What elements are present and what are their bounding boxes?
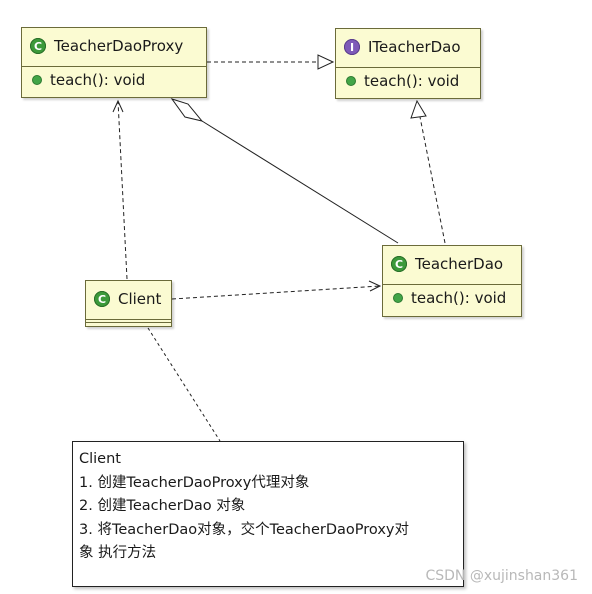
divider [336, 67, 480, 68]
class-header: C TeacherDao [383, 246, 521, 282]
client-note-anchor-line [147, 327, 221, 442]
class-name: Client [118, 290, 162, 308]
client-note[interactable]: Client 1. 创建TeacherDaoProxy代理对象 2. 创建Tea… [72, 441, 464, 587]
watermark: CSDN @xujinshan361 [425, 568, 578, 584]
proxy-aggregates-teacherdao-line [201, 120, 399, 244]
interface-icon: I [344, 39, 360, 55]
method-signature: teach(): void [411, 289, 507, 307]
class-teacher-dao[interactable]: C TeacherDao teach(): void [382, 245, 522, 317]
note-line: 1. 创建TeacherDaoProxy代理对象 [79, 474, 310, 491]
divider [22, 66, 206, 67]
proxy-realizes-interface-arrowhead [317, 54, 335, 70]
public-method-icon [393, 293, 403, 303]
class-icon: C [391, 256, 407, 272]
class-name: TeacherDaoProxy [54, 37, 184, 55]
public-method-icon [346, 76, 356, 86]
client-depends-proxy-line [117, 100, 128, 280]
client-depends-teacherdao-line [171, 285, 381, 300]
client-depends-teacherdao-arrowhead [368, 280, 382, 292]
method-row[interactable]: teach(): void [336, 68, 480, 94]
class-name: TeacherDao [415, 255, 504, 273]
interface-name: ITeacherDao [368, 38, 461, 56]
method-signature: teach(): void [50, 71, 146, 89]
class-icon: C [30, 38, 46, 54]
class-client[interactable]: C Client [85, 280, 172, 327]
client-depends-proxy-arrowhead [112, 99, 124, 113]
class-header: C TeacherDaoProxy [22, 28, 206, 64]
divider [86, 319, 171, 320]
note-line: 2. 创建TeacherDao 对象 [79, 498, 246, 514]
interface-i-teacher-dao[interactable]: I ITeacherDao teach(): void [335, 28, 481, 99]
teacherdao-realizes-interface-arrowhead [410, 99, 427, 119]
class-teacher-dao-proxy[interactable]: C TeacherDaoProxy teach(): void [21, 27, 207, 98]
class-header: C Client [86, 281, 171, 317]
teacherdao-realizes-interface-line [419, 116, 446, 244]
method-row[interactable]: teach(): void [383, 285, 521, 311]
interface-header: I ITeacherDao [336, 29, 480, 65]
note-line: 象 执行方法 [79, 545, 157, 561]
note-line: 3. 将TeacherDao对象，交个TeacherDaoProxy对 [79, 521, 409, 538]
divider [383, 284, 521, 285]
method-signature: teach(): void [364, 72, 460, 90]
divider [86, 322, 171, 323]
public-method-icon [32, 75, 42, 85]
method-row[interactable]: teach(): void [22, 67, 206, 93]
class-icon: C [94, 291, 110, 307]
note-line: Client [79, 451, 121, 467]
proxy-aggregates-teacherdao-diamond [170, 98, 204, 122]
